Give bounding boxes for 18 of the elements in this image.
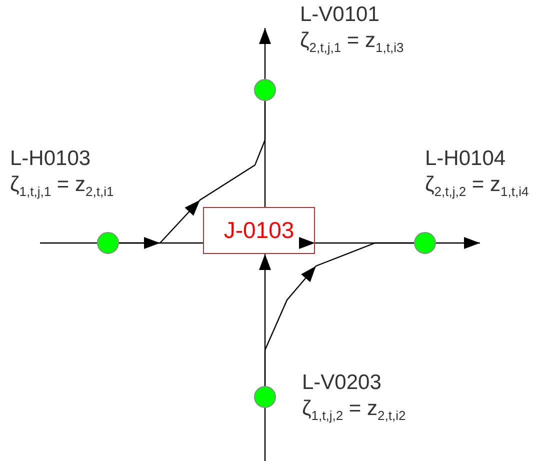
link-id-label: L-V0101 [300,4,380,25]
arrow [436,237,480,249]
equation-label: ζ$_{2,t,j,1}$ = z$_{1,t,i3}$ [300,30,404,54]
junction-label: J-0103 [224,219,294,242]
equation-label: ζ$_{1,t,j,2}$ = z$_{2,t,i2}$ [302,398,406,422]
link-node-circle [414,232,436,254]
equation-label: ζ$_{2,t,j,2}$ = z$_{1,t,i4}$ [425,174,529,198]
link-id-label: L-H0104 [425,148,506,169]
link-node-circle [254,79,276,101]
arrow [259,28,271,79]
link-id-label: L-H0103 [10,148,91,169]
arrow [264,242,414,386]
arrow [119,101,266,244]
link-node-circle [254,386,276,408]
link-node-circle [97,232,119,254]
junction-box [203,207,315,254]
link-id-label: L-V0203 [302,372,382,393]
equation-label: ζ$_{1,t,j,1}$ = z$_{2,t,i1}$ [10,174,114,198]
